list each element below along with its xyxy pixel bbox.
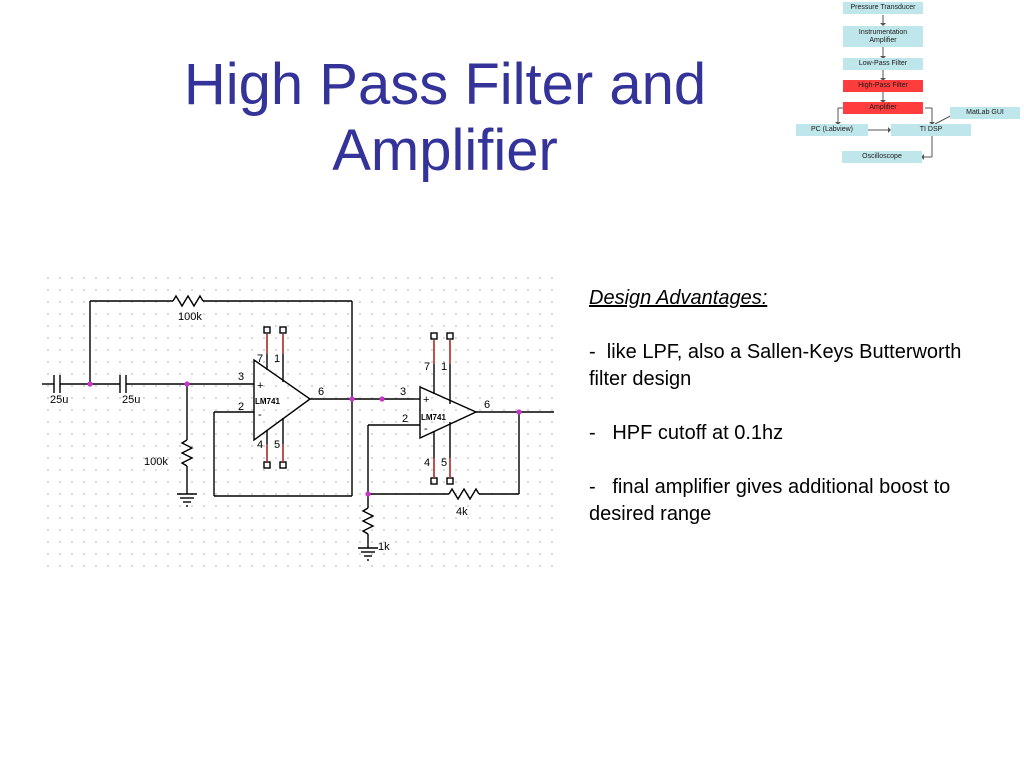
pin-5b: 5 bbox=[441, 457, 447, 469]
schematic-drawing: 100k 25u 25u 100k 4k 1k LM741 LM741 3 2 … bbox=[42, 272, 554, 574]
flow-box-matlab-gui: MatLab GUI bbox=[950, 107, 1020, 119]
opamp1-plus: + bbox=[257, 380, 263, 392]
slide-title: High Pass Filter and Amplifier bbox=[120, 52, 770, 184]
flow-box-ti-dsp: TI DSP bbox=[891, 124, 971, 136]
flow-box-label: TI DSP bbox=[919, 126, 943, 133]
label-opamp1: LM741 bbox=[255, 397, 280, 406]
signal-chain-flowchart: Pressure Transducer Instrumentation Ampl… bbox=[790, 0, 1024, 170]
panel-heading: Design Advantages: bbox=[589, 287, 768, 309]
pin-leads bbox=[266, 334, 451, 478]
flow-box-low-pass-filter: Low-Pass Filter bbox=[843, 58, 923, 70]
panel-bullet-1: - like LPF, also a Sallen-Keys Butterwor… bbox=[589, 341, 967, 390]
flow-box-label: High-Pass Filter bbox=[858, 82, 908, 89]
panel-bullet-2: - HPF cutoff at 0.1hz bbox=[589, 422, 784, 444]
schematic-wires bbox=[42, 294, 554, 561]
opamp2-plus: + bbox=[423, 394, 429, 406]
flow-box-oscilloscope: Oscilloscope bbox=[842, 151, 922, 163]
flow-box-label: Low-Pass Filter bbox=[858, 60, 908, 67]
pin-6a: 6 bbox=[318, 386, 324, 398]
pin-4b: 4 bbox=[424, 457, 430, 469]
slide-title-line1: High Pass Filter and bbox=[183, 52, 707, 117]
flow-box-pc-labview: PC (Labview) bbox=[796, 124, 868, 136]
flow-box-label: Instrumentation bbox=[858, 28, 908, 36]
flow-box-high-pass-filter: High-Pass Filter bbox=[843, 80, 923, 92]
design-advantages-panel: Design Advantages: - like LPF, also a Sa… bbox=[589, 285, 999, 555]
schematic-grid bbox=[42, 272, 554, 574]
label-r-gain: 4k bbox=[456, 506, 468, 518]
label-c2: 25u bbox=[122, 394, 140, 406]
slide-title-line2: Amplifier bbox=[332, 118, 558, 183]
opamp1-minus: - bbox=[258, 409, 262, 421]
flow-box-label: Amplifier bbox=[869, 36, 897, 44]
flow-box-label: Oscilloscope bbox=[862, 153, 902, 160]
pin-1b: 1 bbox=[441, 361, 447, 373]
panel-bullet-3: - final amplifier gives additional boost… bbox=[589, 476, 956, 525]
pin-3b: 3 bbox=[400, 386, 406, 398]
flow-box-label: Amplifier bbox=[869, 104, 897, 111]
label-r-bottom: 1k bbox=[378, 541, 390, 553]
flow-box-pressure-transducer: Pressure Transducer bbox=[843, 2, 923, 14]
pin-2b: 2 bbox=[402, 413, 408, 425]
flow-box-amplifier: Amplifier bbox=[843, 102, 923, 114]
pin-2a: 2 bbox=[238, 401, 244, 413]
label-r-ground: 100k bbox=[144, 456, 168, 468]
pin-4a: 4 bbox=[257, 439, 263, 451]
pin-5a: 5 bbox=[274, 439, 280, 451]
flow-box-instrumentation-amplifier: Instrumentation Amplifier bbox=[843, 26, 923, 47]
flow-box-label: Pressure Transducer bbox=[850, 4, 916, 11]
label-r-feedback: 100k bbox=[178, 311, 202, 323]
opamp2-minus: - bbox=[424, 423, 428, 435]
pin-3a: 3 bbox=[238, 371, 244, 383]
flow-box-label: MatLab GUI bbox=[966, 109, 1004, 116]
flow-box-label: PC (Labview) bbox=[810, 126, 853, 133]
junction-nodes bbox=[87, 381, 522, 497]
label-opamp2: LM741 bbox=[421, 413, 446, 422]
pin-6b: 6 bbox=[484, 399, 490, 411]
pin-7b: 7 bbox=[424, 361, 430, 373]
label-c1: 25u bbox=[50, 394, 68, 406]
pin-7a: 7 bbox=[257, 353, 263, 365]
circuit-schematic: 100k 25u 25u 100k 4k 1k LM741 LM741 3 2 … bbox=[42, 272, 554, 574]
pin-1a: 1 bbox=[274, 353, 280, 365]
